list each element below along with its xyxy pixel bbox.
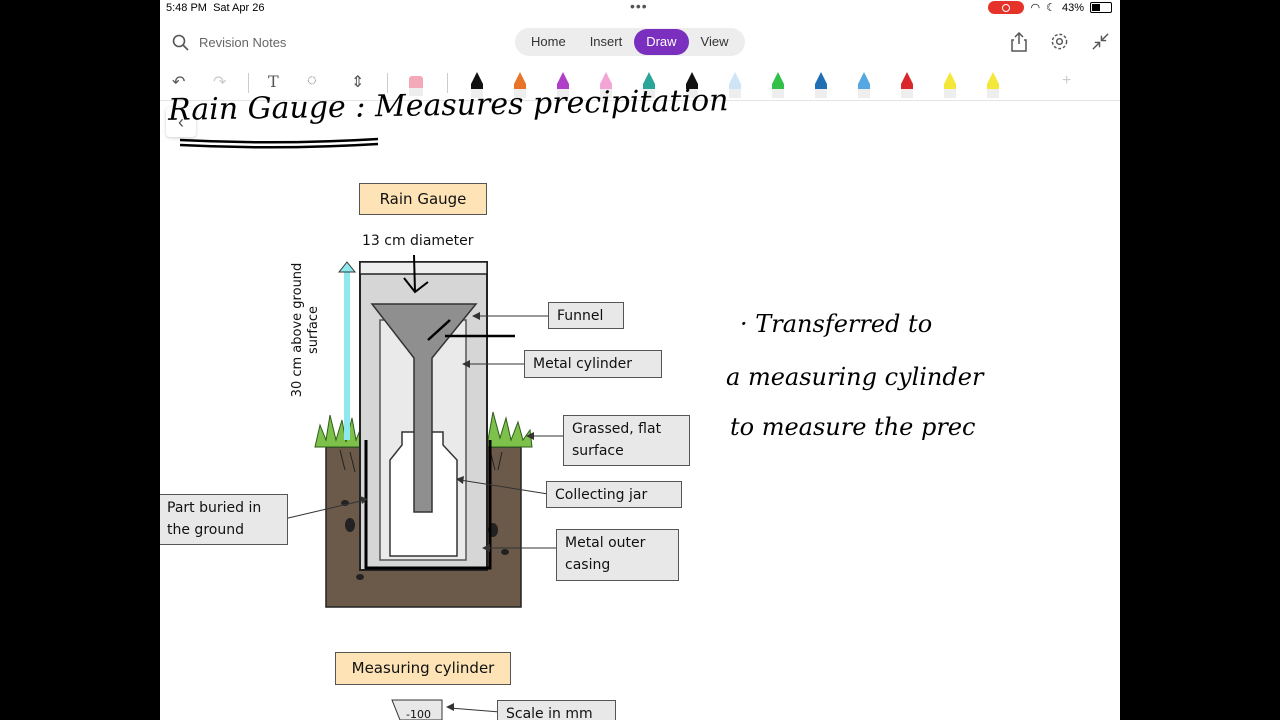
note-line-1: · Transferred to [740, 310, 933, 338]
multitask-dots-icon[interactable]: ••• [630, 0, 648, 14]
settings-gear-icon[interactable] [1050, 32, 1069, 51]
pen-1-icon[interactable] [468, 70, 486, 105]
label-funnel: Funnel [548, 302, 624, 329]
diagram-title: Rain Gauge [359, 183, 487, 215]
eraser-icon[interactable] [407, 70, 425, 103]
redo-icon[interactable]: ↷ [213, 74, 227, 91]
pen-7-icon[interactable] [726, 70, 744, 105]
app-screen: 5:48 PM Sat Apr 26 ••• ◠ ☾ 43% Revision … [160, 0, 1120, 720]
search-area[interactable]: Revision Notes [172, 34, 286, 51]
back-chevron-icon[interactable]: ‹ [166, 107, 196, 137]
note-canvas [179, 137, 568, 720]
pen-6-icon[interactable] [683, 70, 701, 105]
add-pen-icon[interactable]: + [1062, 72, 1072, 89]
wifi-icon: ◠ [1030, 2, 1041, 14]
search-icon[interactable] [172, 34, 189, 51]
pen-10-icon[interactable] [855, 70, 873, 105]
label-scale-mm: Scale in mm [497, 700, 616, 720]
screen-record-icon[interactable] [988, 1, 1025, 14]
pen-3-icon[interactable] [554, 70, 572, 105]
insert-space-icon[interactable]: ⇕ [351, 74, 365, 91]
lasso-select-icon[interactable]: ◌ [307, 72, 317, 89]
pen-8-icon[interactable] [769, 70, 787, 105]
status-bar: 5:48 PM Sat Apr 26 ••• ◠ ☾ 43% [160, 0, 1120, 18]
label-part-buried: Part buried in the ground [160, 494, 288, 545]
note-line-3: to measure the prec [730, 413, 976, 441]
top-toolbar: Revision Notes Home Insert Draw View [160, 24, 1120, 62]
label-metal-outer-casing: Metal outer casing [556, 529, 679, 581]
height-label: 30 cm above ground surface [290, 262, 321, 398]
pen-5-icon[interactable] [640, 70, 658, 105]
draw-toolbar: ↶ ↷ T ◌ ⇕ + [160, 64, 1120, 101]
tab-home[interactable]: Home [531, 34, 566, 49]
pen-9-icon[interactable] [812, 70, 830, 105]
collapse-arrows-icon[interactable] [1091, 32, 1110, 51]
diameter-label: 13 cm diameter [362, 233, 474, 249]
measuring-cylinder-title: Measuring cylinder [335, 652, 511, 685]
tab-draw[interactable]: Draw [634, 29, 689, 55]
pen-13-icon[interactable] [984, 70, 1002, 105]
notebook-title: Revision Notes [199, 35, 287, 50]
battery-icon [1090, 2, 1112, 13]
funnel-shape [370, 303, 478, 513]
pen-2-icon[interactable] [511, 70, 529, 105]
battery-percent: 43% [1061, 1, 1084, 14]
share-icon[interactable] [1010, 32, 1028, 52]
label-collecting-jar: Collecting jar [546, 481, 682, 508]
scale-tick: -100 [406, 708, 431, 720]
tab-view[interactable]: View [700, 34, 729, 49]
status-time: 5:48 PM Sat Apr 26 [166, 2, 265, 14]
text-tool-icon[interactable]: T [268, 72, 279, 91]
pen-12-icon[interactable] [941, 70, 959, 105]
heading-underline [179, 137, 379, 149]
note-line-2: a measuring cylinder [726, 363, 984, 391]
undo-icon[interactable]: ↶ [172, 74, 186, 91]
label-grassed-surface: Grassed, flat surface [563, 415, 690, 466]
label-metal-cylinder: Metal cylinder [524, 350, 662, 378]
moon-icon: ☾ [1046, 2, 1056, 14]
ribbon-tabs: Home Insert Draw View [515, 28, 745, 56]
pen-4-icon[interactable] [597, 70, 615, 105]
tab-insert[interactable]: Insert [589, 34, 623, 49]
pen-11-icon[interactable] [898, 70, 916, 105]
